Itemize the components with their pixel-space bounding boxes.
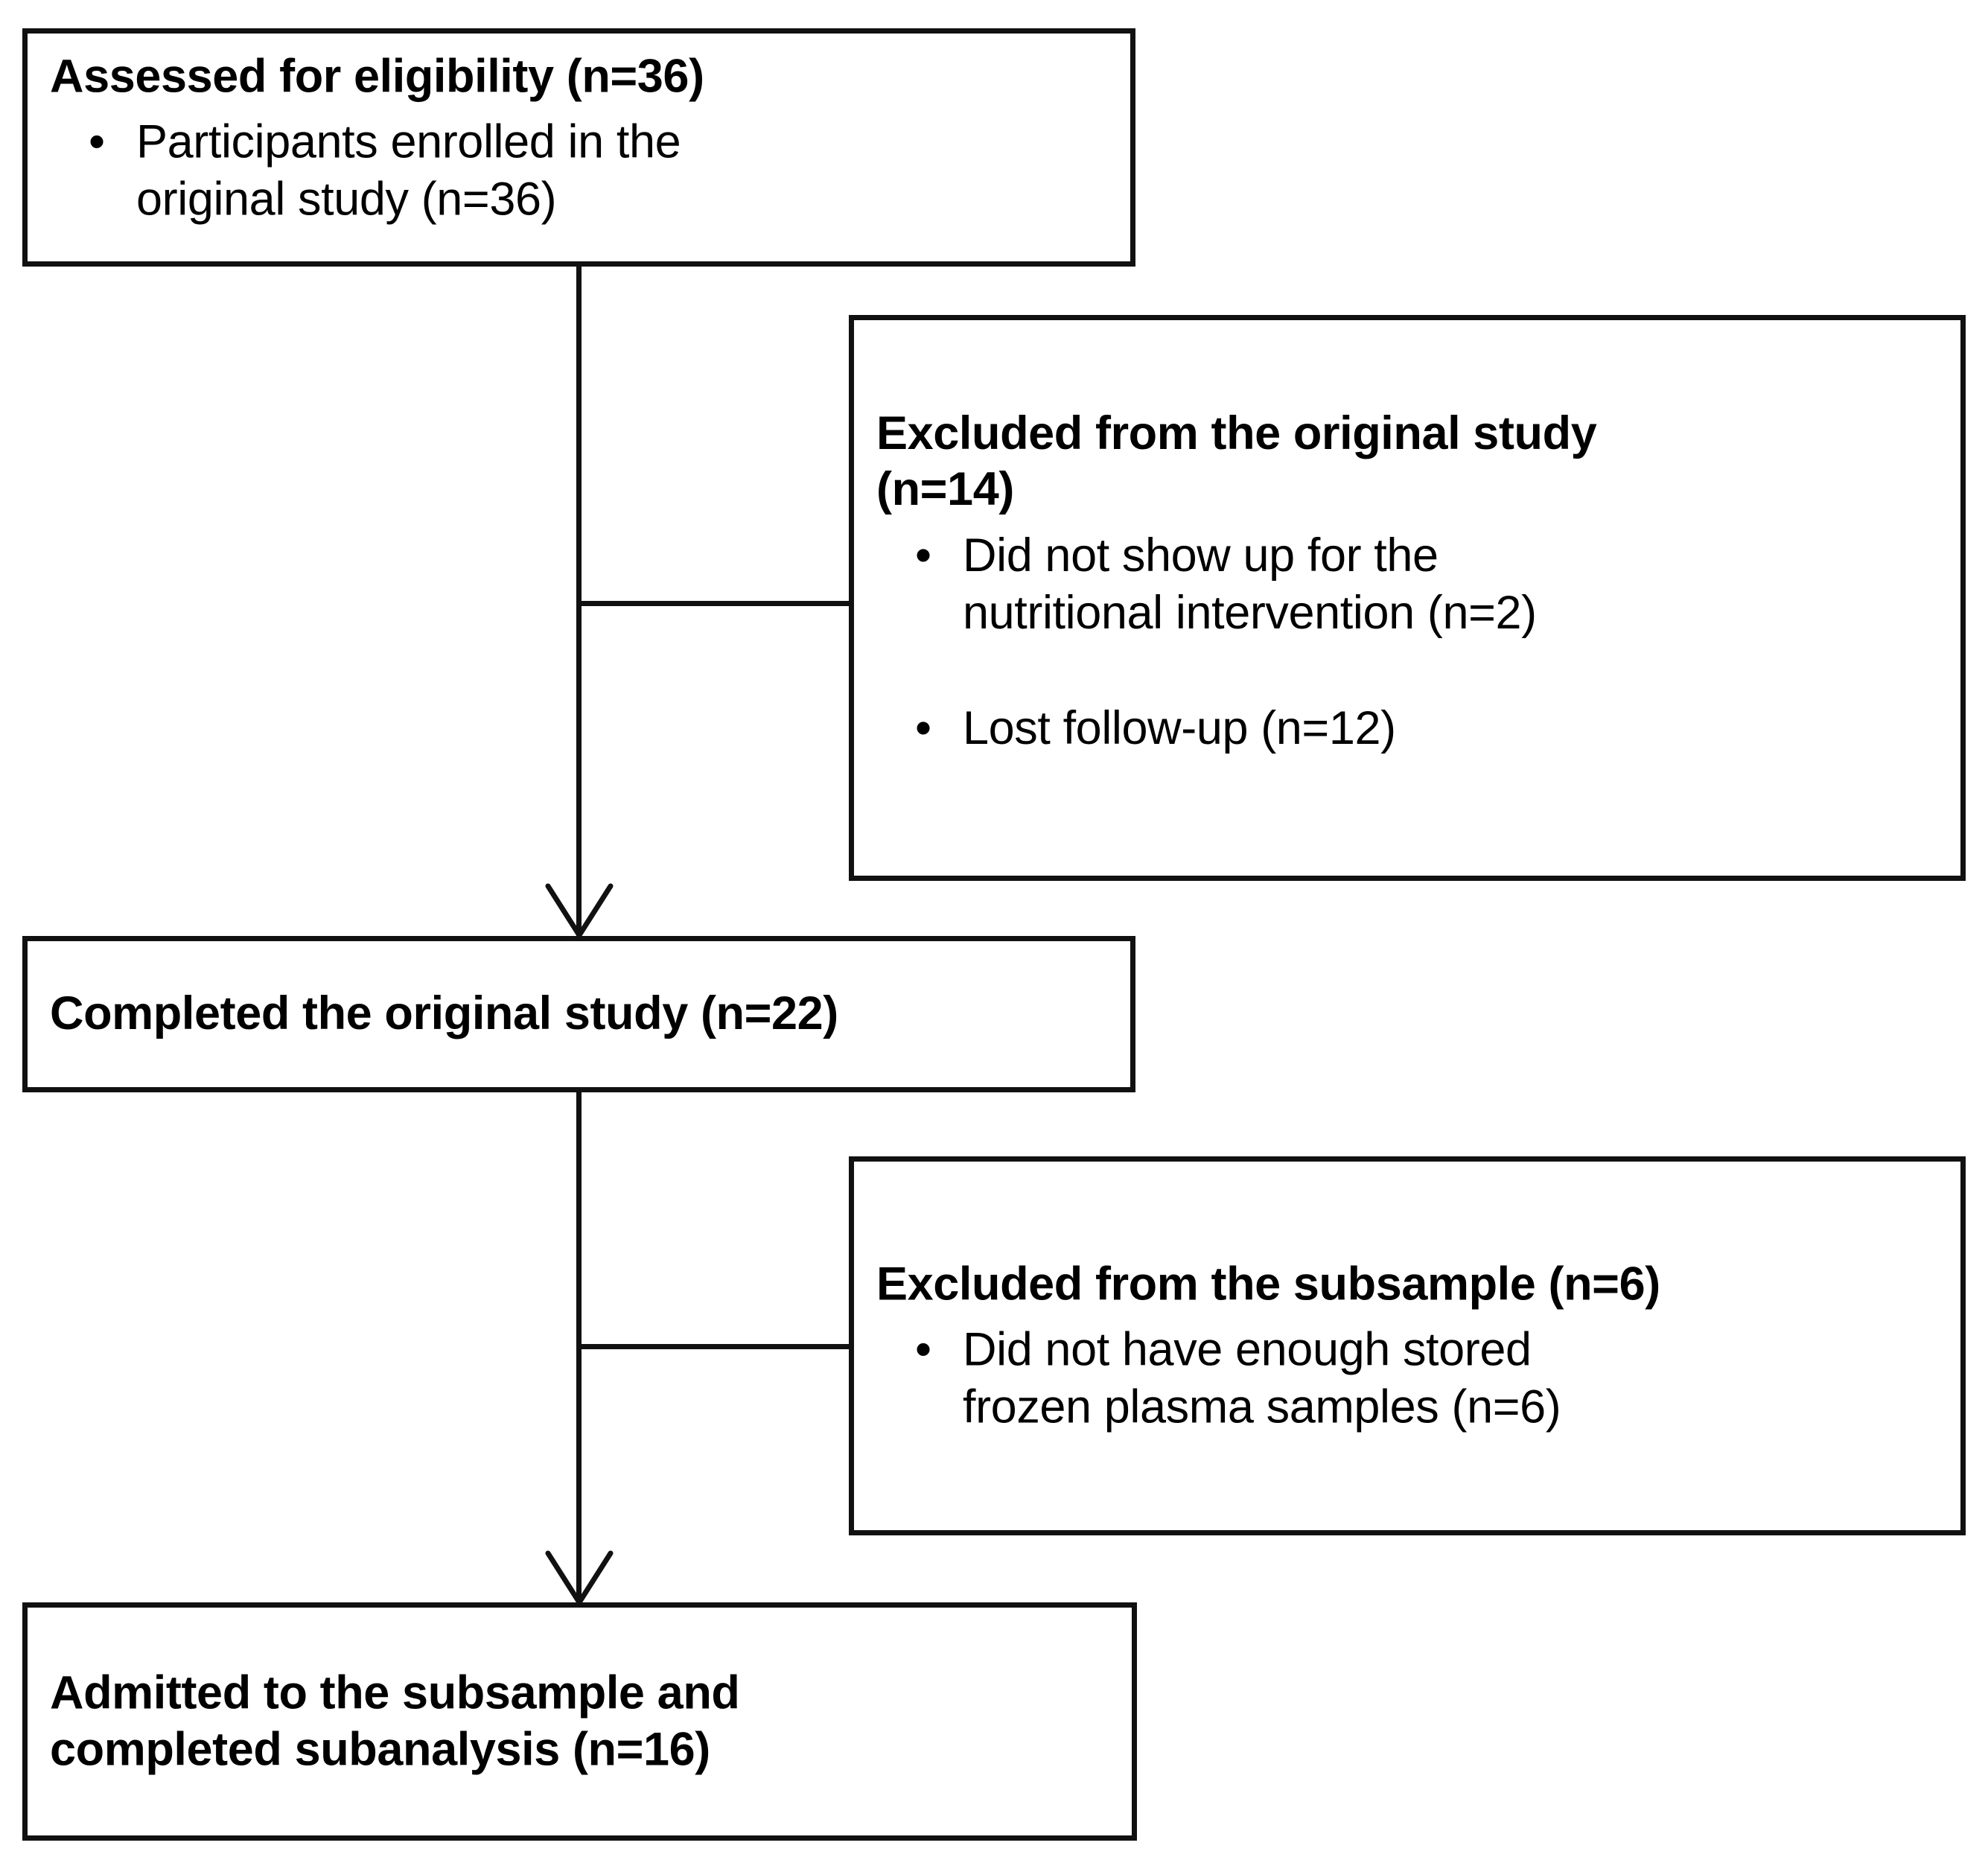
node-title-admitted: Admitted to the subsample and completed … [50,1666,740,1775]
connector-horizontal-to-excluded-original [576,601,852,606]
node-title-completed: Completed the original study (n=22) [50,987,838,1040]
list-item: • Participants enrolled in the original … [50,114,1111,229]
node-excluded-from-subsample: Excluded from the subsample (n=6) • Did … [849,1156,1966,1535]
list-item-text: Lost follow-up (n=12) [963,701,1396,754]
node-assessed-for-eligibility: Assessed for eligibility (n=36) • Partic… [22,28,1135,267]
list-item-text: Participants enrolled in the original st… [136,115,681,226]
bullet-dot-icon: • [915,701,931,754]
arrow-head-icon-to-completed [545,883,614,938]
bullet-dot-icon: • [915,1323,931,1376]
list-item: • Lost follow-up (n=12) [876,700,1941,757]
node-content: Assessed for eligibility (n=36) • Partic… [28,48,1130,228]
connector-horizontal-to-excluded-subsample [576,1344,852,1349]
node-excluded-from-original-study: Excluded from the original study (n=14) … [849,315,1966,881]
node-content: Excluded from the subsample (n=6) • Did … [854,1256,1960,1436]
node-title-excluded-subsample: Excluded from the subsample (n=6) [876,1257,1660,1310]
node-title-excluded-original: Excluded from the original study (n=14) [876,407,1597,516]
list-item-text: Did not show up for the nutritional inte… [963,529,1537,639]
bullet-list-excluded-original: • Did not show up for the nutritional in… [876,527,1941,757]
node-content: Admitted to the subsample and completed … [28,1665,1132,1777]
list-item-text: Did not have enough stored frozen plasma… [963,1323,1561,1433]
bullet-list-assessed: • Participants enrolled in the original … [50,114,1111,229]
node-title-assessed: Assessed for eligibility (n=36) [50,50,704,103]
arrow-head-icon-to-admitted [545,1550,614,1605]
list-item: • Did not have enough stored frozen plas… [876,1321,1941,1436]
bullet-list-excluded-subsample: • Did not have enough stored frozen plas… [876,1321,1941,1436]
bullet-dot-icon: • [89,115,105,168]
node-admitted-to-subsample: Admitted to the subsample and completed … [22,1602,1137,1841]
connector-vertical-completed-to-admitted [576,1092,582,1614]
bullet-dot-icon: • [915,529,931,582]
list-item: • Did not show up for the nutritional in… [876,527,1941,642]
node-completed-original-study: Completed the original study (n=22) [22,936,1135,1092]
node-content: Completed the original study (n=22) [28,986,1130,1042]
node-content: Excluded from the original study (n=14) … [854,406,1960,757]
